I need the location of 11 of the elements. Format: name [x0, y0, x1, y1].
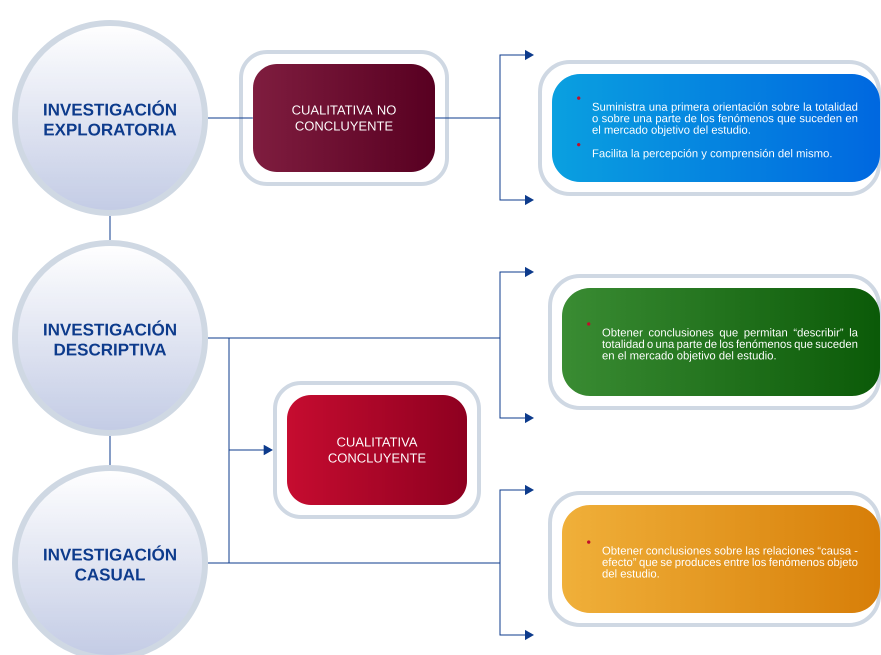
- description-box: [548, 274, 881, 410]
- category-box: CUALITATIVA CONCLUYENTE: [273, 380, 481, 519]
- bullet-text: Obtener conclusiones que permitan “describir” la totalidad o una parte de los fenómenos que suceden en el mercado objetivo del estudio.: [602, 328, 858, 362]
- bullet-text: Obtener conclusiones sobre las relaciones “causa - efecto” que se produces entre los fenómenos objeto del estudio.: [602, 546, 858, 578]
- category-box: CUALITATIVA NO CONCLUYENTE: [239, 50, 449, 186]
- circle-node: INVESTIGACIÓN EXPLORATORIA: [12, 20, 208, 216]
- circle-node: INVESTIGACIÓN DESCRIPTIVA: [12, 240, 208, 436]
- bullet-text: Facilita la percepción y comprensión del mismo.: [592, 148, 832, 160]
- bullet-text: Suministra una primera orientación sobre la totalidad o sobre una parte de los fenómenos que suceden en el mercado objetivo del estudio.: [592, 102, 858, 136]
- description-box: [538, 60, 881, 196]
- description-box: [548, 490, 881, 627]
